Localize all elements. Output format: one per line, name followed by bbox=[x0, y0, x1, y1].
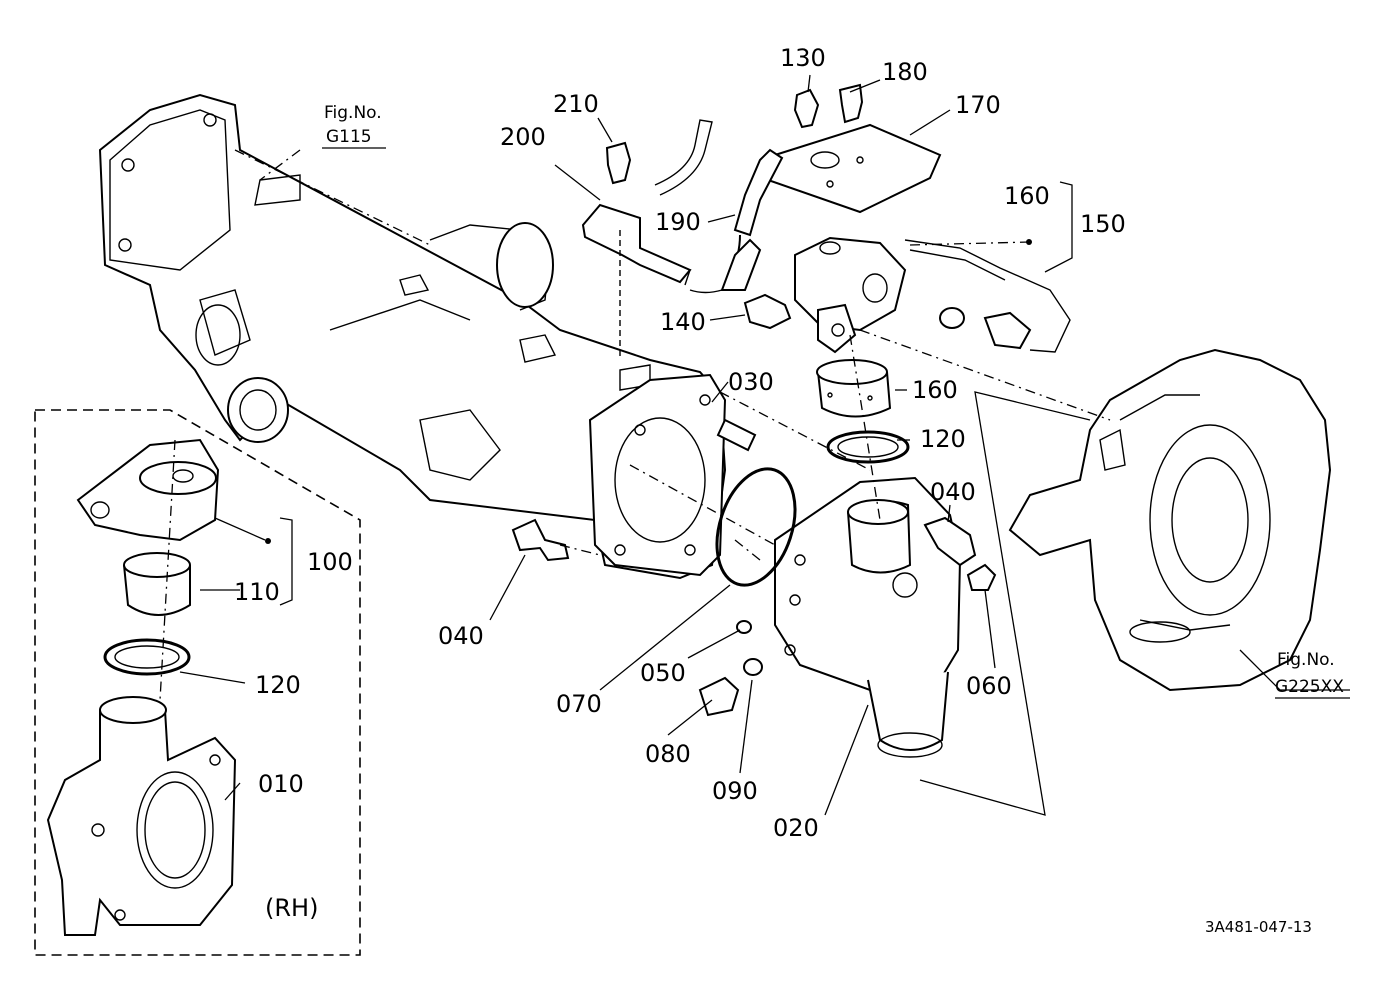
fig-ref-g115[interactable]: Fig.No. G115 bbox=[324, 103, 382, 147]
front-axle-support bbox=[774, 476, 962, 758]
callout-200: 200 bbox=[500, 123, 546, 151]
callout-070: 070 bbox=[556, 690, 602, 718]
callout-170: 170 bbox=[955, 91, 1001, 119]
gear-case-right bbox=[1008, 348, 1332, 692]
fig-ref-g225xx-label: Fig.No. bbox=[1277, 650, 1335, 670]
callout-020: 020 bbox=[773, 814, 819, 842]
rh-inset-frame bbox=[34, 409, 361, 956]
callout-120-center: 120 bbox=[920, 425, 966, 453]
drawing-code: 3A481-047-13 bbox=[1205, 918, 1312, 936]
callout-040-left: 040 bbox=[438, 622, 484, 650]
callout-010: 010 bbox=[258, 770, 304, 798]
plug-050 bbox=[736, 620, 752, 634]
callout-100: 100 bbox=[307, 548, 353, 576]
callout-labels: 010 020 030 040 040 050 060 070 080 090 … bbox=[234, 44, 1126, 842]
callout-140: 140 bbox=[660, 308, 706, 336]
callout-160-center: 160 bbox=[912, 376, 958, 404]
bolt-080 bbox=[698, 676, 740, 717]
callout-130: 130 bbox=[780, 44, 826, 72]
fig-ref-g225xx-number: G225XX bbox=[1275, 677, 1344, 697]
bolt-040-left bbox=[511, 518, 570, 562]
plug-060 bbox=[966, 563, 997, 591]
pipe-200 bbox=[581, 119, 713, 360]
fig-ref-g225xx[interactable]: Fig.No. G225XX bbox=[1275, 650, 1344, 697]
bolt-180 bbox=[838, 83, 864, 124]
fig-ref-g115-number: G115 bbox=[326, 127, 372, 147]
fig-ref-g115-label: Fig.No. bbox=[324, 103, 382, 123]
callout-030: 030 bbox=[728, 368, 774, 396]
callout-110: 110 bbox=[234, 578, 280, 606]
hose-190 bbox=[674, 148, 784, 294]
callout-090: 090 bbox=[712, 777, 758, 805]
callout-040-right: 040 bbox=[930, 478, 976, 506]
rh-bushing-110 bbox=[123, 552, 191, 616]
side-label-rh: (RH) bbox=[265, 894, 318, 922]
rh-seal-120 bbox=[103, 638, 191, 676]
callout-050: 050 bbox=[640, 659, 686, 687]
callout-060: 060 bbox=[966, 672, 1012, 700]
grease-nipple-130 bbox=[793, 88, 820, 129]
bolt-210 bbox=[605, 141, 632, 185]
rh-support-010 bbox=[46, 696, 237, 936]
callout-120-left: 120 bbox=[255, 671, 301, 699]
axle-housing bbox=[98, 93, 727, 580]
callout-150: 150 bbox=[1080, 210, 1126, 238]
washer-090 bbox=[743, 658, 763, 676]
callout-190: 190 bbox=[655, 208, 701, 236]
bolt-140 bbox=[743, 293, 792, 330]
rh-bracket-100 bbox=[76, 438, 220, 542]
bushing-160-center bbox=[816, 359, 892, 418]
leader-lines bbox=[159, 74, 1350, 816]
pin-030 bbox=[716, 418, 757, 452]
sensor-160 bbox=[904, 239, 1071, 353]
callout-080: 080 bbox=[645, 740, 691, 768]
callout-160-top: 160 bbox=[1004, 182, 1050, 210]
callout-180: 180 bbox=[882, 58, 928, 86]
bracket-170 bbox=[766, 123, 942, 214]
callout-210: 210 bbox=[553, 90, 599, 118]
bolt-040-right bbox=[923, 516, 977, 567]
housing-150 bbox=[794, 236, 907, 354]
